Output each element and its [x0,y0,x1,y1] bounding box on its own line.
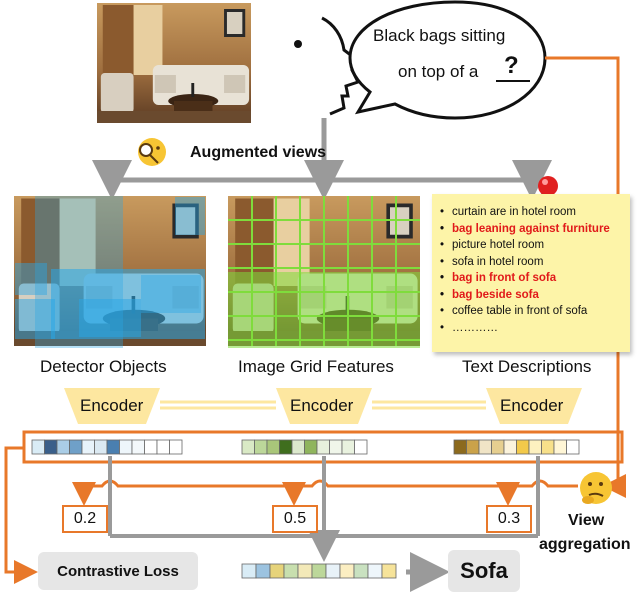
magnifier-emoji-icon [138,138,166,166]
encoder-label-1: Encoder [80,396,144,415]
weight-box-detector: 0.2 [62,505,108,533]
fused-feature-vector [241,563,397,579]
answer-box: Sofa [448,550,520,592]
text-caption: Text Descriptions [462,357,592,376]
text-descriptions-list: curtain are in hotel roombag leaning aga… [432,194,630,336]
speech-bubble [348,0,547,120]
view-aggregation-line-1: View [568,512,605,529]
text-description-item: curtain are in hotel room [440,204,630,221]
speech-blank: ? [504,52,519,79]
detector-caption: Detector Objects [40,357,167,376]
speech-line-1: Black bags sitting [373,26,506,45]
encoder-shapes [64,388,582,424]
encoder-label-3: Encoder [500,396,564,415]
text-descriptions-note: curtain are in hotel roombag leaning aga… [432,194,630,352]
text-description-item: bag beside sofa [440,287,630,304]
image-grid-features-image [228,196,420,348]
feature-cell [354,439,368,455]
text-description-item: coffee table in front of sofa [440,303,630,320]
text-description-item: bag in front of sofa [440,270,630,287]
weight-box-text: 0.3 [486,505,532,533]
view-aggregation-line-2: aggregation [539,536,631,553]
text-description-item: ………… [440,320,630,337]
feature-cell [169,439,183,455]
feature-cell [381,563,397,579]
feature-cell [566,439,580,455]
thinking-emoji-icon [580,472,612,504]
text-feature-vector [453,439,580,455]
encoder-label-2: Encoder [290,396,354,415]
speaker-head-icon [294,16,363,116]
text-description-item: bag leaning against furniture [440,221,630,238]
augmented-views-label: Augmented views [190,144,327,161]
detector-feature-vector [31,439,183,455]
grid-caption: Image Grid Features [238,357,394,376]
weight-box-grid: 0.5 [272,505,318,533]
contrastive-loss-box: Contrastive Loss [38,552,198,590]
detector-objects-image [14,196,206,348]
text-description-item: sofa in hotel room [440,254,630,271]
grid-feature-vector [241,439,368,455]
text-description-item: picture hotel room [440,237,630,254]
speech-line-2: on top of a [398,62,479,81]
